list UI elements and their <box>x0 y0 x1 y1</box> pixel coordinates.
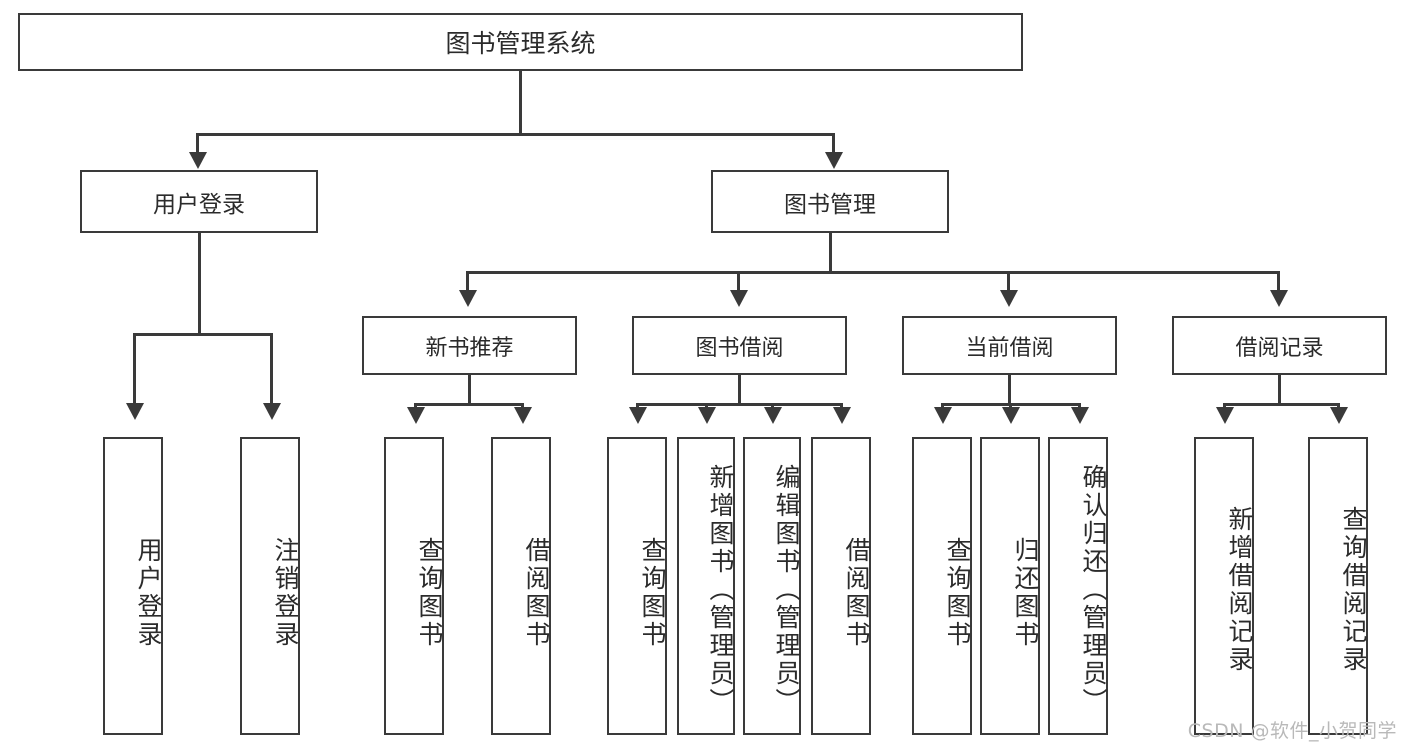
arrow-br-leaf-1 <box>1216 407 1234 424</box>
arrow-bb-leaf-4 <box>833 407 851 424</box>
node-label: 确认归还（管理员） <box>1079 464 1108 716</box>
arrow-bm-to-new-book-recommend <box>459 290 477 307</box>
node-borrow-record[interactable]: 借阅记录 <box>1172 316 1387 375</box>
arrow-bm-to-current-borrow <box>1000 290 1018 307</box>
connector-book-management-stem <box>829 233 832 273</box>
connector-bb-stem <box>738 375 741 405</box>
node-label: 查询图书 <box>943 537 972 649</box>
arrow-user-login-leaf-2 <box>263 403 281 420</box>
arrow-bb-leaf-3 <box>764 407 782 424</box>
connector-user-login-drop-2 <box>270 333 273 405</box>
node-label: 借阅图书 <box>522 537 551 649</box>
arrow-user-login-leaf-1 <box>126 403 144 420</box>
node-book-borrow[interactable]: 图书借阅 <box>632 316 847 375</box>
node-book-management[interactable]: 图书管理 <box>711 170 949 233</box>
arrow-nbr-leaf-2 <box>514 407 532 424</box>
node-label: 归还图书 <box>1011 537 1040 649</box>
node-label: 新增图书（管理员） <box>706 464 735 716</box>
node-label: 新增借阅记录 <box>1225 506 1254 674</box>
connector-root-to-book-management <box>832 133 835 155</box>
connector-bm-drop-2 <box>737 271 740 293</box>
node-label: 查询借阅记录 <box>1339 506 1368 674</box>
node-label: 图书管理 <box>784 191 876 218</box>
leaf-user-login-logout[interactable]: 注销登录 <box>240 437 300 735</box>
node-label: 用户登录 <box>134 537 163 649</box>
connector-user-login-stem <box>198 233 201 335</box>
node-label: 当前借阅 <box>965 335 1054 361</box>
connector-cb-stem <box>1008 375 1011 405</box>
node-user-login[interactable]: 用户登录 <box>80 170 318 233</box>
arrow-bb-leaf-1 <box>629 407 647 424</box>
node-label: 借阅图书 <box>842 537 871 649</box>
arrow-cb-leaf-3 <box>1071 407 1089 424</box>
leaf-br-query-record[interactable]: 查询借阅记录 <box>1308 437 1368 735</box>
node-label: 图书管理系统 <box>445 29 596 58</box>
leaf-cb-return-book[interactable]: 归还图书 <box>980 437 1040 735</box>
watermark-text: CSDN @软件_小贺同学 <box>1187 720 1397 742</box>
node-label: 新书推荐 <box>425 335 514 361</box>
arrow-nbr-leaf-1 <box>407 407 425 424</box>
node-label: 用户登录 <box>153 191 245 218</box>
node-label: 查询图书 <box>415 537 444 649</box>
leaf-nbr-borrow-book[interactable]: 借阅图书 <box>491 437 551 735</box>
connector-bb-bus <box>636 403 842 406</box>
connector-user-login-bus <box>133 333 273 336</box>
arrow-root-to-user-login <box>189 152 207 169</box>
connector-br-bus <box>1223 403 1340 406</box>
arrow-br-leaf-2 <box>1330 407 1348 424</box>
arrow-bb-leaf-2 <box>698 407 716 424</box>
leaf-nbr-query-book[interactable]: 查询图书 <box>384 437 444 735</box>
connector-root-stem <box>519 71 522 135</box>
leaf-bb-borrow-book[interactable]: 借阅图书 <box>811 437 871 735</box>
arrow-bm-to-borrow-record <box>1270 290 1288 307</box>
arrow-cb-leaf-2 <box>1002 407 1020 424</box>
connector-user-login-drop-1 <box>133 333 136 405</box>
arrow-cb-leaf-1 <box>934 407 952 424</box>
node-label: 借阅记录 <box>1235 335 1324 361</box>
arrow-root-to-book-management <box>825 152 843 169</box>
connector-bm-drop-3 <box>1007 271 1010 293</box>
leaf-user-login-login[interactable]: 用户登录 <box>103 437 163 735</box>
connector-bm-drop-1 <box>466 271 469 293</box>
node-current-borrow[interactable]: 当前借阅 <box>902 316 1117 375</box>
leaf-br-add-record[interactable]: 新增借阅记录 <box>1194 437 1254 735</box>
node-label: 注销登录 <box>271 537 300 649</box>
leaf-cb-confirm-return-admin[interactable]: 确认归还（管理员） <box>1048 437 1108 735</box>
node-label: 图书借阅 <box>695 335 784 361</box>
leaf-bb-add-book-admin[interactable]: 新增图书（管理员） <box>677 437 735 735</box>
leaf-bb-query-book[interactable]: 查询图书 <box>607 437 667 735</box>
connector-bm-drop-4 <box>1277 271 1280 293</box>
arrow-bm-to-book-borrow <box>730 290 748 307</box>
connector-book-management-bus <box>466 271 1280 274</box>
leaf-bb-edit-book-admin[interactable]: 编辑图书（管理员） <box>743 437 801 735</box>
connector-br-stem <box>1278 375 1281 405</box>
connector-root-to-user-login <box>196 133 199 155</box>
node-new-book-recommend[interactable]: 新书推荐 <box>362 316 577 375</box>
leaf-cb-query-book[interactable]: 查询图书 <box>912 437 972 735</box>
connector-nbr-bus <box>414 403 524 406</box>
node-label: 查询图书 <box>638 537 667 649</box>
connector-root-bus <box>196 133 834 136</box>
connector-nbr-stem <box>468 375 471 405</box>
node-label: 编辑图书（管理员） <box>772 464 801 716</box>
node-root-book-management-system[interactable]: 图书管理系统 <box>18 13 1023 71</box>
